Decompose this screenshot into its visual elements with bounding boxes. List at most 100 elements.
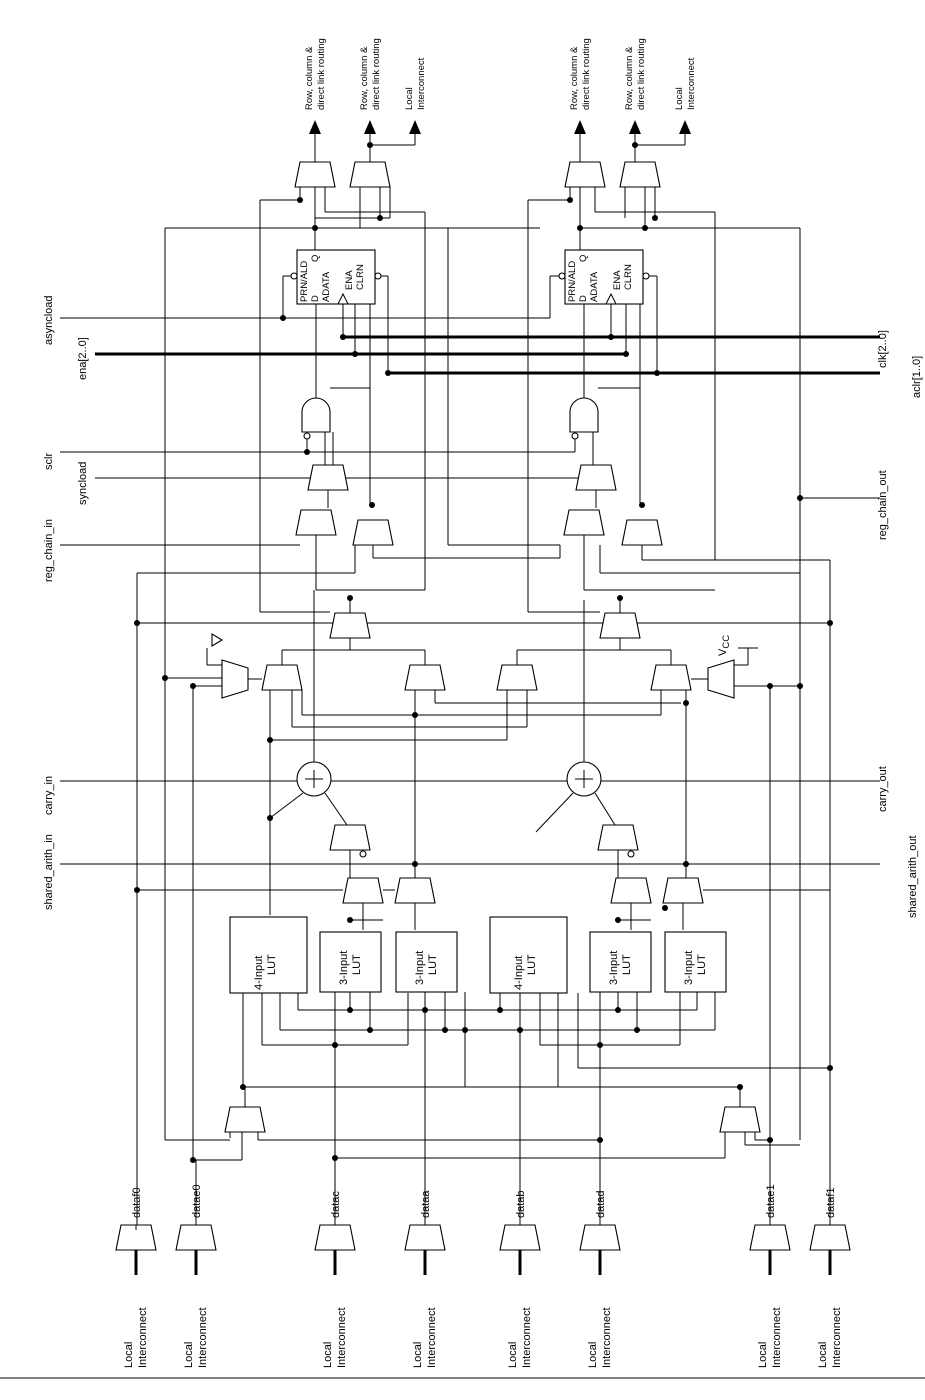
svg-text:Row, column &: Row, column & xyxy=(359,46,370,110)
svg-text:CLRN: CLRN xyxy=(355,264,366,290)
output-arrow xyxy=(364,120,376,134)
svg-text:Local: Local xyxy=(757,1342,769,1368)
signal-label-shared-arith-out: shared_arith_out xyxy=(907,835,919,918)
data-input-label: datab xyxy=(515,1190,527,1218)
svg-text:Local: Local xyxy=(587,1342,599,1368)
svg-text:LUT: LUT xyxy=(427,954,439,975)
svg-text:Local: Local xyxy=(412,1342,424,1368)
carry-select-mux xyxy=(404,664,446,691)
ground-triangle-icon xyxy=(211,633,224,647)
svg-text:Interconnect: Interconnect xyxy=(416,57,427,110)
lut-combine-mux xyxy=(662,877,704,904)
register-pin-labels: PRN/ALD D Q ADATA ENA CLRN xyxy=(299,255,366,302)
input-mux-datad xyxy=(579,1224,621,1275)
svg-text:LUT: LUT xyxy=(351,954,363,975)
svg-text:3-Input: 3-Input xyxy=(683,951,695,985)
datae-select-mux xyxy=(224,1106,266,1133)
lut-output-mux xyxy=(599,612,641,639)
svg-text:PRN/ALD: PRN/ALD xyxy=(299,261,310,302)
svg-text:LUT: LUT xyxy=(621,954,633,975)
signal-label-asyncload: asyncload xyxy=(43,295,55,345)
reg-chain-mux xyxy=(563,509,605,536)
svg-text:Local: Local xyxy=(404,87,415,110)
input-mux-dataa xyxy=(404,1224,446,1275)
shared-arith-mux xyxy=(597,824,639,851)
svg-text:direct link routing: direct link routing xyxy=(581,38,592,110)
syncload-mux xyxy=(307,464,349,491)
input-mux-dataf1 xyxy=(809,1140,851,1275)
signal-label-reg-chain-out: reg_chain_out xyxy=(877,470,889,540)
signal-label-ena: ena[2..0] xyxy=(77,337,89,380)
and-gate xyxy=(301,397,331,433)
svg-text:Interconnect: Interconnect xyxy=(426,1307,438,1368)
lut-3-input xyxy=(395,931,458,993)
signal-label-shared-arith-in: shared_arith_in xyxy=(43,834,55,910)
source-label: Local Interconnect xyxy=(412,1307,438,1368)
register xyxy=(564,249,644,305)
svg-text:3-Input: 3-Input xyxy=(608,951,620,985)
svg-text:LUT: LUT xyxy=(266,954,278,975)
input-mux-dataf0 xyxy=(115,1224,157,1275)
svg-text:Q: Q xyxy=(310,255,321,262)
lut-3-input xyxy=(589,931,652,993)
reg-chain-mux xyxy=(352,519,394,546)
data-input-label: dataa xyxy=(420,1190,432,1218)
source-label: Local Interconnect xyxy=(757,1307,783,1368)
input-mux-datae0 xyxy=(175,1160,217,1275)
output-mux xyxy=(619,161,661,188)
shared-arith-mux xyxy=(329,824,371,851)
signal-label-aclr: aclr[1..0] xyxy=(911,356,923,398)
signal-label-sclr: sclr xyxy=(43,453,55,470)
output-mux xyxy=(564,161,606,188)
output-mux xyxy=(349,161,391,188)
register-pin-labels: PRN/ALD D Q ADATA ENA CLRN xyxy=(567,255,634,302)
lut-4-input xyxy=(229,916,308,994)
svg-text:D: D xyxy=(578,295,589,302)
output-label-routing: Row, column & direct link routing xyxy=(569,38,592,110)
svg-text:Row, column &: Row, column & xyxy=(624,46,635,110)
data-input-label: datae1 xyxy=(765,1184,777,1218)
signal-label-syncload: syncload xyxy=(77,462,89,505)
output-label-local: Local Interconnect xyxy=(674,57,697,110)
input-mux-datac xyxy=(314,1224,356,1275)
svg-text:Local: Local xyxy=(123,1342,135,1368)
svg-text:Local: Local xyxy=(817,1342,829,1368)
data-input-label: dataf0 xyxy=(131,1187,143,1218)
reg-chain-mux xyxy=(621,519,663,546)
svg-text:D: D xyxy=(310,295,321,302)
svg-text:PRN/ALD: PRN/ALD xyxy=(567,261,578,302)
output-arrow xyxy=(574,120,586,134)
carry-select-mux xyxy=(496,664,538,691)
svg-text:3-Input: 3-Input xyxy=(338,951,350,985)
source-label: Local Interconnect xyxy=(183,1307,209,1368)
syncload-mux xyxy=(575,464,617,491)
lut-combine-mux xyxy=(394,877,436,904)
svg-text:Interconnect: Interconnect xyxy=(831,1307,843,1368)
data-input-label: datad xyxy=(595,1190,607,1218)
svg-text:Local: Local xyxy=(674,87,685,110)
signal-label-carry-in: carry_in xyxy=(43,776,55,815)
input-mux-datab xyxy=(499,1224,541,1275)
data-input-label: datac xyxy=(330,1191,342,1218)
lut-4-input xyxy=(489,916,568,994)
output-mux xyxy=(294,161,336,188)
output-label-routing: Row, column & direct link routing xyxy=(359,38,382,110)
source-label: Local Interconnect xyxy=(587,1307,613,1368)
source-label: Local Interconnect xyxy=(322,1307,348,1368)
svg-text:ADATA: ADATA xyxy=(321,271,332,302)
svg-text:Local: Local xyxy=(322,1342,334,1368)
lut-combine-mux xyxy=(610,877,652,904)
and-gate xyxy=(569,397,599,433)
data-input-label: datae0 xyxy=(191,1184,203,1218)
vcc-label: VCC xyxy=(717,635,732,656)
svg-text:Row, column &: Row, column & xyxy=(569,46,580,110)
svg-text:Local: Local xyxy=(507,1342,519,1368)
datae-select-mux xyxy=(719,1106,761,1133)
svg-text:ENA: ENA xyxy=(344,270,355,290)
svg-text:Q: Q xyxy=(578,255,589,262)
source-label: Local Interconnect xyxy=(817,1307,843,1368)
input-mux xyxy=(221,659,249,699)
svg-text:direct link routing: direct link routing xyxy=(316,38,327,110)
